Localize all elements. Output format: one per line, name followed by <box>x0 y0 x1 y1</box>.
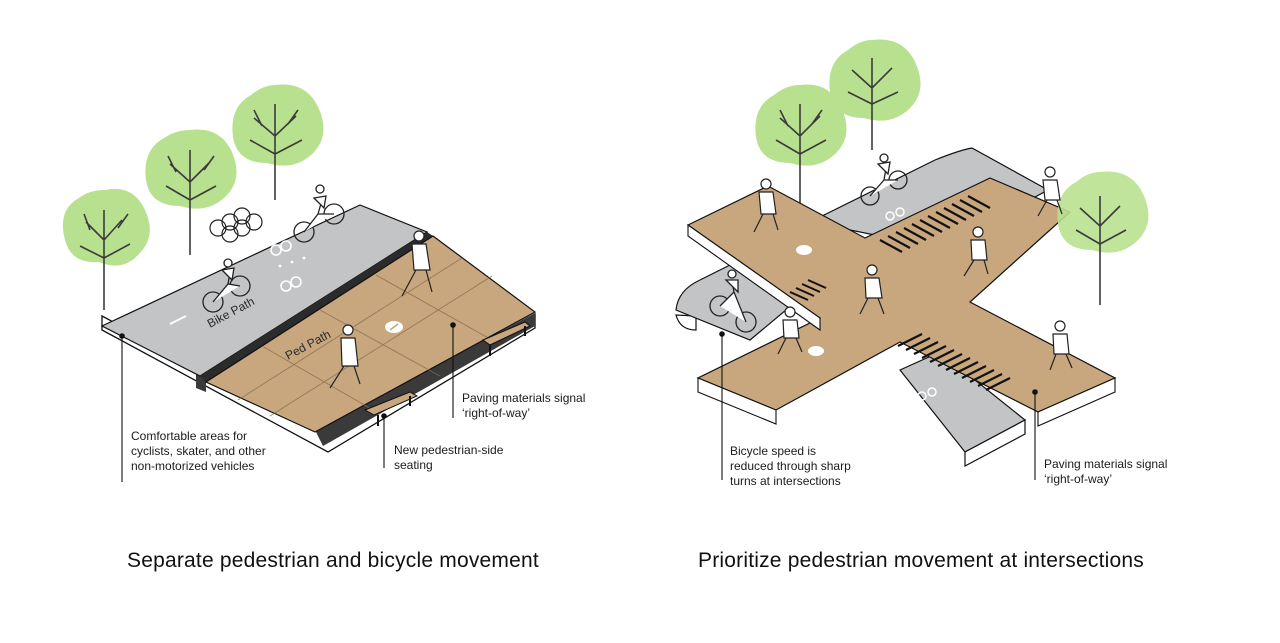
crosswalk <box>879 195 991 253</box>
crosswalk <box>789 279 827 301</box>
bicycle-symbol-icon <box>270 240 302 292</box>
bench-icon <box>481 321 531 356</box>
left-panel: Bike Path Ped Path Comfortable areas for… <box>62 84 586 572</box>
separated-path-illustration: Bike Path Ped Path <box>62 84 537 482</box>
pedestrian-symbol-icon <box>385 321 403 333</box>
caption-right: Prioritize pedestrian movement at inters… <box>698 549 1144 572</box>
pedestrian-icon <box>1049 320 1073 371</box>
pedestrian-icon <box>859 264 885 315</box>
pedestrian-icon <box>329 324 361 389</box>
tree-icon <box>145 129 237 255</box>
seating-callout: New pedestrian-side seating <box>394 443 504 472</box>
speed-callout: Bicycle speed is reduced through sharp t… <box>730 444 851 488</box>
crosswalk <box>897 333 1011 391</box>
bench-icon <box>363 391 419 426</box>
intersection-illustration <box>675 39 1149 480</box>
bike-rack-icon <box>209 207 263 243</box>
tree-icon <box>829 39 921 150</box>
right-panel: Bicycle speed is reduced through sharp t… <box>640 0 1280 643</box>
pedestrian-icon <box>777 306 803 355</box>
pedestrian-icon <box>401 230 433 297</box>
ped-path <box>204 235 537 433</box>
cyclist-icon <box>202 258 251 313</box>
pedestrian-icon <box>753 178 779 233</box>
tree-icon <box>1057 171 1149 305</box>
pedestrian-icon <box>963 226 989 277</box>
comfort-callout: Comfortable areas for cyclists, skater, … <box>131 429 266 473</box>
tree-icon <box>755 84 847 210</box>
tree-icon <box>232 84 324 200</box>
bicycle-symbol-icon <box>879 207 937 413</box>
paving-callout-right: Paving materials signal ‘right-of-way’ <box>1044 457 1168 486</box>
pedestrian-symbol-icon <box>796 245 824 356</box>
cyclist-icon <box>293 184 345 243</box>
caption-left: Separate pedestrian and bicycle movement <box>127 549 539 572</box>
cyclist-icon <box>709 269 757 333</box>
pedestrian-icon <box>1037 166 1063 217</box>
tree-icon <box>62 188 150 310</box>
paving-callout-left: Paving materials signal ‘right-of-way’ <box>462 391 586 420</box>
cyclist-icon <box>860 153 908 206</box>
